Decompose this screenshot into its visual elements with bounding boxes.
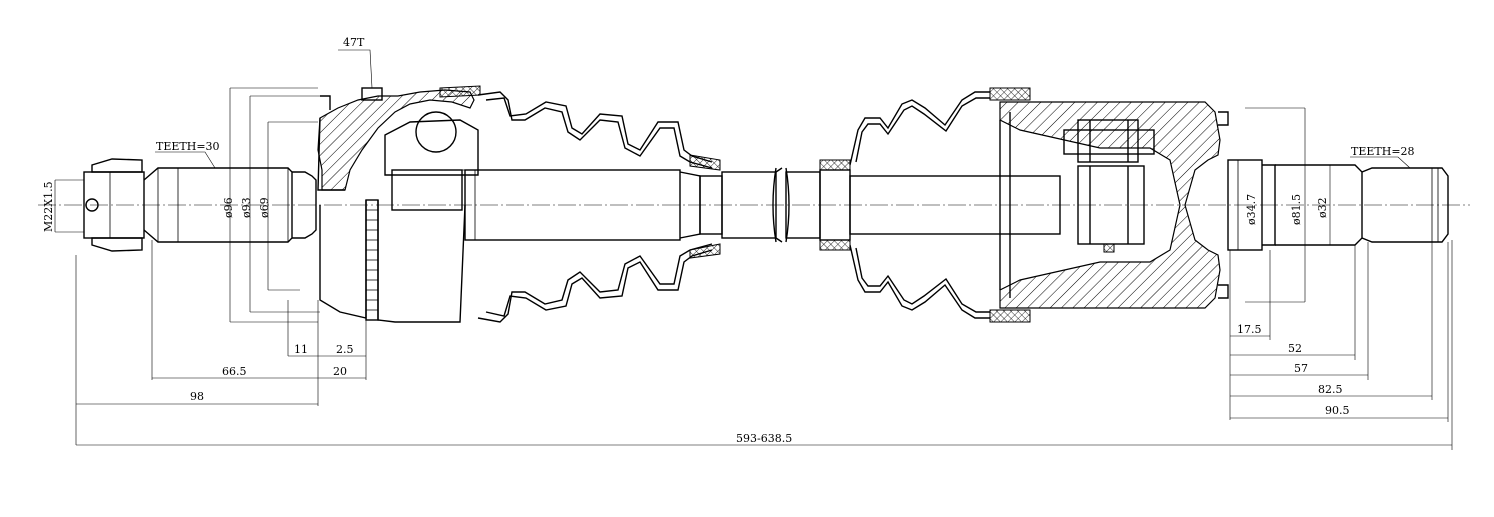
diameter-34-7: ø34.7 [1245, 194, 1258, 225]
outer-teeth-label: TEETH=30 [156, 140, 220, 153]
abs-ring-label: 47T [343, 36, 365, 49]
outer-cv-joint [83, 85, 481, 323]
dim-2-5: 2.5 [336, 343, 354, 356]
dim-90-5: 90.5 [1325, 404, 1350, 417]
diameter-81-5: ø81.5 [1290, 194, 1303, 225]
intermediate-shaft [464, 159, 1061, 251]
dim-82-5: 82.5 [1318, 383, 1343, 396]
dim-20: 20 [333, 365, 347, 378]
dimension-lines [54, 49, 1453, 450]
diameter-93: ø93 [240, 197, 253, 218]
dim-57: 57 [1294, 362, 1308, 375]
thread-label: M22X1.5 [42, 181, 55, 232]
dim-11: 11 [294, 343, 308, 356]
inner-boot [849, 87, 1031, 323]
inner-teeth-label: TEETH=28 [1351, 145, 1415, 158]
outer-boot [477, 91, 721, 323]
dim-66-5: 66.5 [222, 365, 247, 378]
dim-98: 98 [190, 390, 204, 403]
dim-overall: 593-638.5 [736, 432, 792, 445]
diameter-96: ø96 [222, 197, 235, 218]
dim-17-5: 17.5 [1237, 323, 1262, 336]
diameter-69: ø69 [258, 197, 271, 218]
inner-tripod-joint [999, 101, 1449, 309]
dim-52: 52 [1288, 342, 1302, 355]
diameter-32: ø32 [1316, 197, 1329, 218]
